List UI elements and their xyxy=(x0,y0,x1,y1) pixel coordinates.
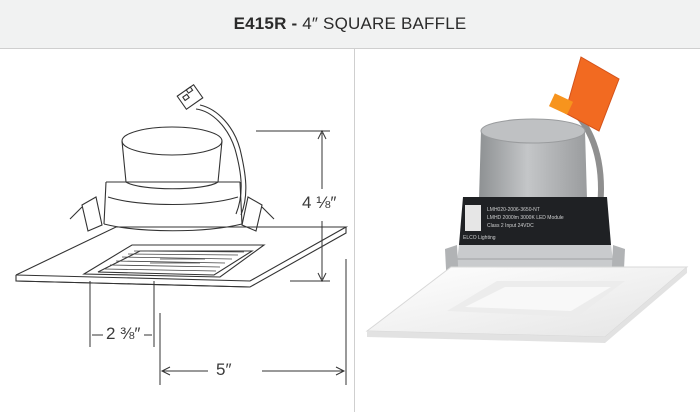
photo-label-brand: ELCO Lighting xyxy=(463,235,496,241)
photo-label-line-2: LMHD 2000lm 3000K LED Module xyxy=(487,215,564,221)
line-drawing-panel: 4 ⅛″ 2 ⅜″ 5″ xyxy=(0,49,354,412)
trim-width-dimension: 5″ xyxy=(214,360,234,380)
baffle-width-dimension: 2 ⅜″ xyxy=(104,324,143,344)
column-divider xyxy=(354,49,355,412)
photo-label-line-1: LMH020-2006-3650-NT xyxy=(487,207,540,213)
product-description: 4″ SQUARE BAFFLE xyxy=(302,14,467,33)
photo-label-line-3: Class 2 Input 24VDC xyxy=(487,223,534,229)
title-separator: - xyxy=(286,14,303,33)
height-dimension: 4 ⅛″ xyxy=(300,193,339,213)
product-photo: LMH020-2006-3650-NT LMHD 2000lm 3000K LE… xyxy=(365,56,689,343)
warning-tag xyxy=(548,56,620,132)
product-photo-panel: LMH020-2006-3650-NT LMHD 2000lm 3000K LE… xyxy=(355,49,700,412)
model-number: E415R xyxy=(233,14,287,33)
title-bar: E415R - 4″ SQUARE BAFFLE xyxy=(0,0,700,49)
line-drawing xyxy=(15,83,349,385)
